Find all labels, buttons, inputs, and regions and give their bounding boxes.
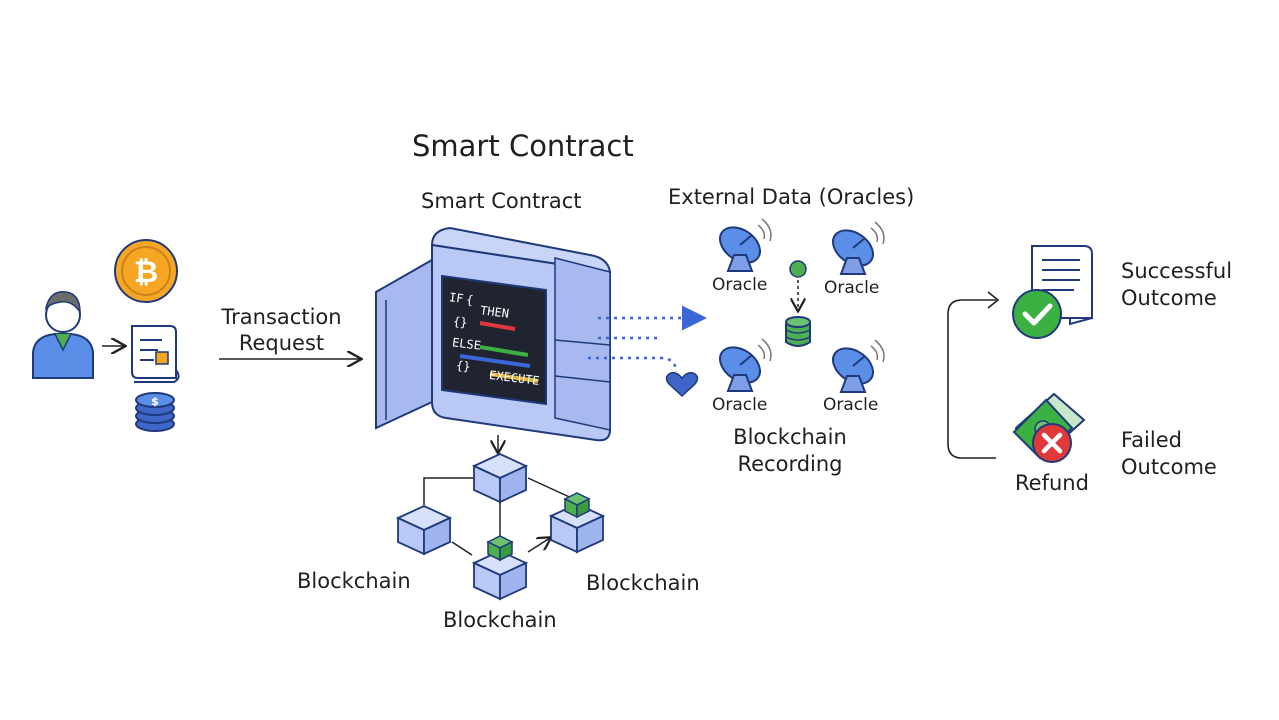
contract-label: Smart Contract [421, 189, 582, 213]
satellite-dish-icon [832, 339, 885, 393]
page-title: Smart Contract [412, 129, 634, 163]
svg-text:$: $ [151, 395, 159, 408]
chain-connector-lower-left [451, 541, 473, 556]
oracle-label-2: Oracle [824, 278, 880, 298]
success-line2: Outcome [1121, 286, 1217, 310]
transaction-label-line1: Transaction [221, 305, 342, 329]
data-node [789, 260, 807, 278]
recording-line1: Blockchain [733, 425, 847, 449]
cube-icon [471, 453, 529, 504]
cube-icon [486, 535, 514, 562]
failed-line2: Outcome [1121, 455, 1217, 479]
success-line1: Successful [1121, 259, 1233, 283]
failed-line1: Failed [1121, 428, 1182, 452]
else-bar-blue [459, 354, 531, 368]
cube-icon [471, 550, 529, 601]
checkmark-icon [1012, 289, 1062, 339]
svg-text:₿: ₿ [134, 255, 158, 290]
document-icon [131, 325, 180, 383]
oracle-label-4: Oracle [823, 395, 879, 415]
blockchain-label-left: Blockchain [297, 569, 411, 593]
then-bar [479, 321, 516, 331]
chain-connector-lower-right [527, 538, 550, 553]
transaction-label-line2: Request [238, 331, 325, 355]
code-screen [441, 274, 547, 406]
database-icon [785, 316, 811, 347]
outcome-arrowhead [987, 291, 1000, 309]
cube-icon [395, 505, 453, 556]
safe-icon [375, 226, 612, 442]
oracle-label-3: Oracle [712, 395, 768, 415]
cube-icon [563, 492, 591, 519]
chain-connector-right [527, 477, 577, 501]
satellite-dish-icon [719, 218, 772, 272]
oracle-label-1: Oracle [712, 275, 768, 295]
cube-icon [548, 503, 606, 554]
heart-icon [665, 371, 699, 398]
data-line-bottom [588, 356, 678, 373]
refund-label: Refund [1015, 471, 1089, 495]
blockchain-label-center: Blockchain [443, 608, 557, 632]
code-braces-1: {} [452, 314, 469, 330]
execute-bar [489, 372, 539, 383]
oracles-heading: External Data (Oracles) [668, 185, 915, 209]
code-braces-2: {} [455, 358, 472, 374]
outcome-bracket [947, 299, 996, 459]
recording-line2: Recording [737, 452, 843, 476]
bitcoin-icon: ₿ [114, 239, 178, 303]
blockchain-label-right: Blockchain [586, 571, 700, 595]
else-bar-green [479, 345, 529, 357]
chain-connector-left [423, 477, 474, 505]
user-icon [32, 291, 94, 379]
cross-icon [1032, 423, 1072, 463]
coins-icon: $ [135, 392, 175, 432]
satellite-dish-icon [719, 338, 772, 392]
satellite-dish-icon [832, 221, 885, 275]
code-if: IF [448, 290, 465, 306]
